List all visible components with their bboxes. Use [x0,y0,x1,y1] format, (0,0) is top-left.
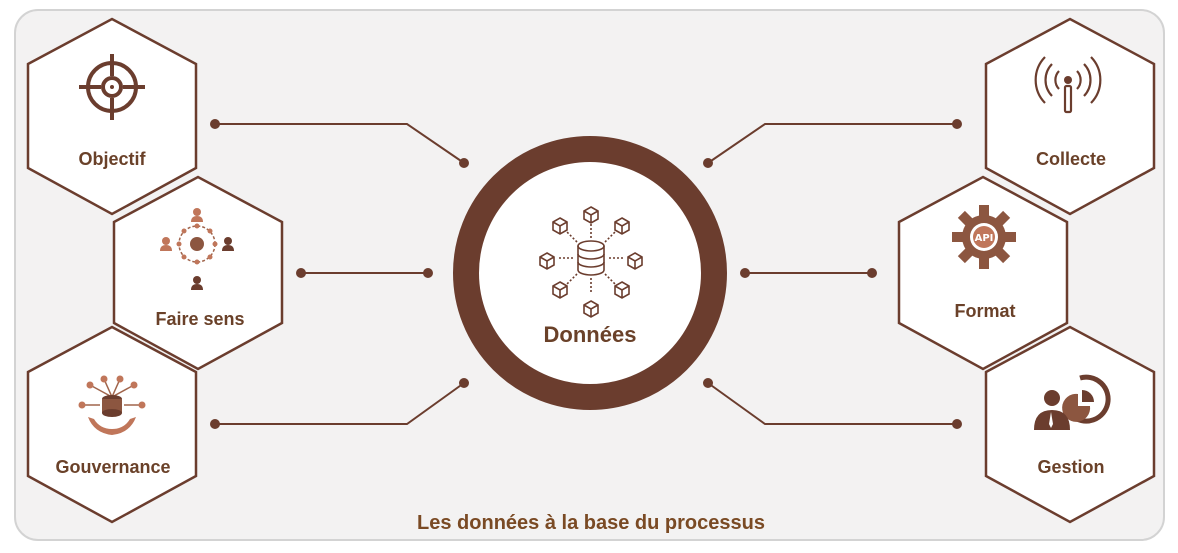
antenna-icon [1034,56,1102,114]
hex-label-faire-sens: Faire sens [155,309,244,329]
person-icon [191,208,203,222]
hex-gestion: Gestion [984,325,1156,524]
cube-icon [614,281,630,299]
hex-label-format: Format [954,301,1015,321]
hex-label-objectif: Objectif [78,149,146,169]
database-network-icon [539,206,643,318]
connector-objectif [210,119,469,168]
hex-format: API Format [897,175,1069,371]
hands-data-icon [78,375,146,435]
manager-chart-icon [1034,374,1111,430]
cube-icon [552,217,568,235]
person-icon [191,276,203,290]
hex-label-collecte: Collecte [1036,149,1106,169]
cube-icon [627,252,643,270]
cube-icon [539,252,555,270]
connectors [210,119,962,429]
hex-collecte: Collecte [984,17,1156,216]
center-label: Données [544,322,637,347]
connector-faire-sens [296,268,433,278]
target-icon [79,54,145,120]
cube-icon [583,300,599,318]
hex-label-gouvernance: Gouvernance [55,457,170,477]
people-network-icon [160,208,234,290]
center-node: Données [453,136,727,410]
cube-icon [614,217,630,235]
connector-format [740,268,877,278]
cube-icon [552,281,568,299]
person-icon [160,237,172,251]
diagram-caption: Les données à la base du processus [417,512,765,534]
connector-gouvernance [210,378,469,429]
hex-label-gestion: Gestion [1037,457,1104,477]
connector-gestion [703,378,962,429]
connector-collecte [703,119,962,168]
api-icon-text: API [975,233,994,244]
api-gear-icon: API [952,205,1016,269]
hex-gouvernance: Gouvernance [26,325,198,524]
hex-objectif: Objectif [26,17,198,216]
cube-icon [583,206,599,224]
person-icon [222,237,234,251]
hex-faire-sens: Faire sens [112,175,284,371]
